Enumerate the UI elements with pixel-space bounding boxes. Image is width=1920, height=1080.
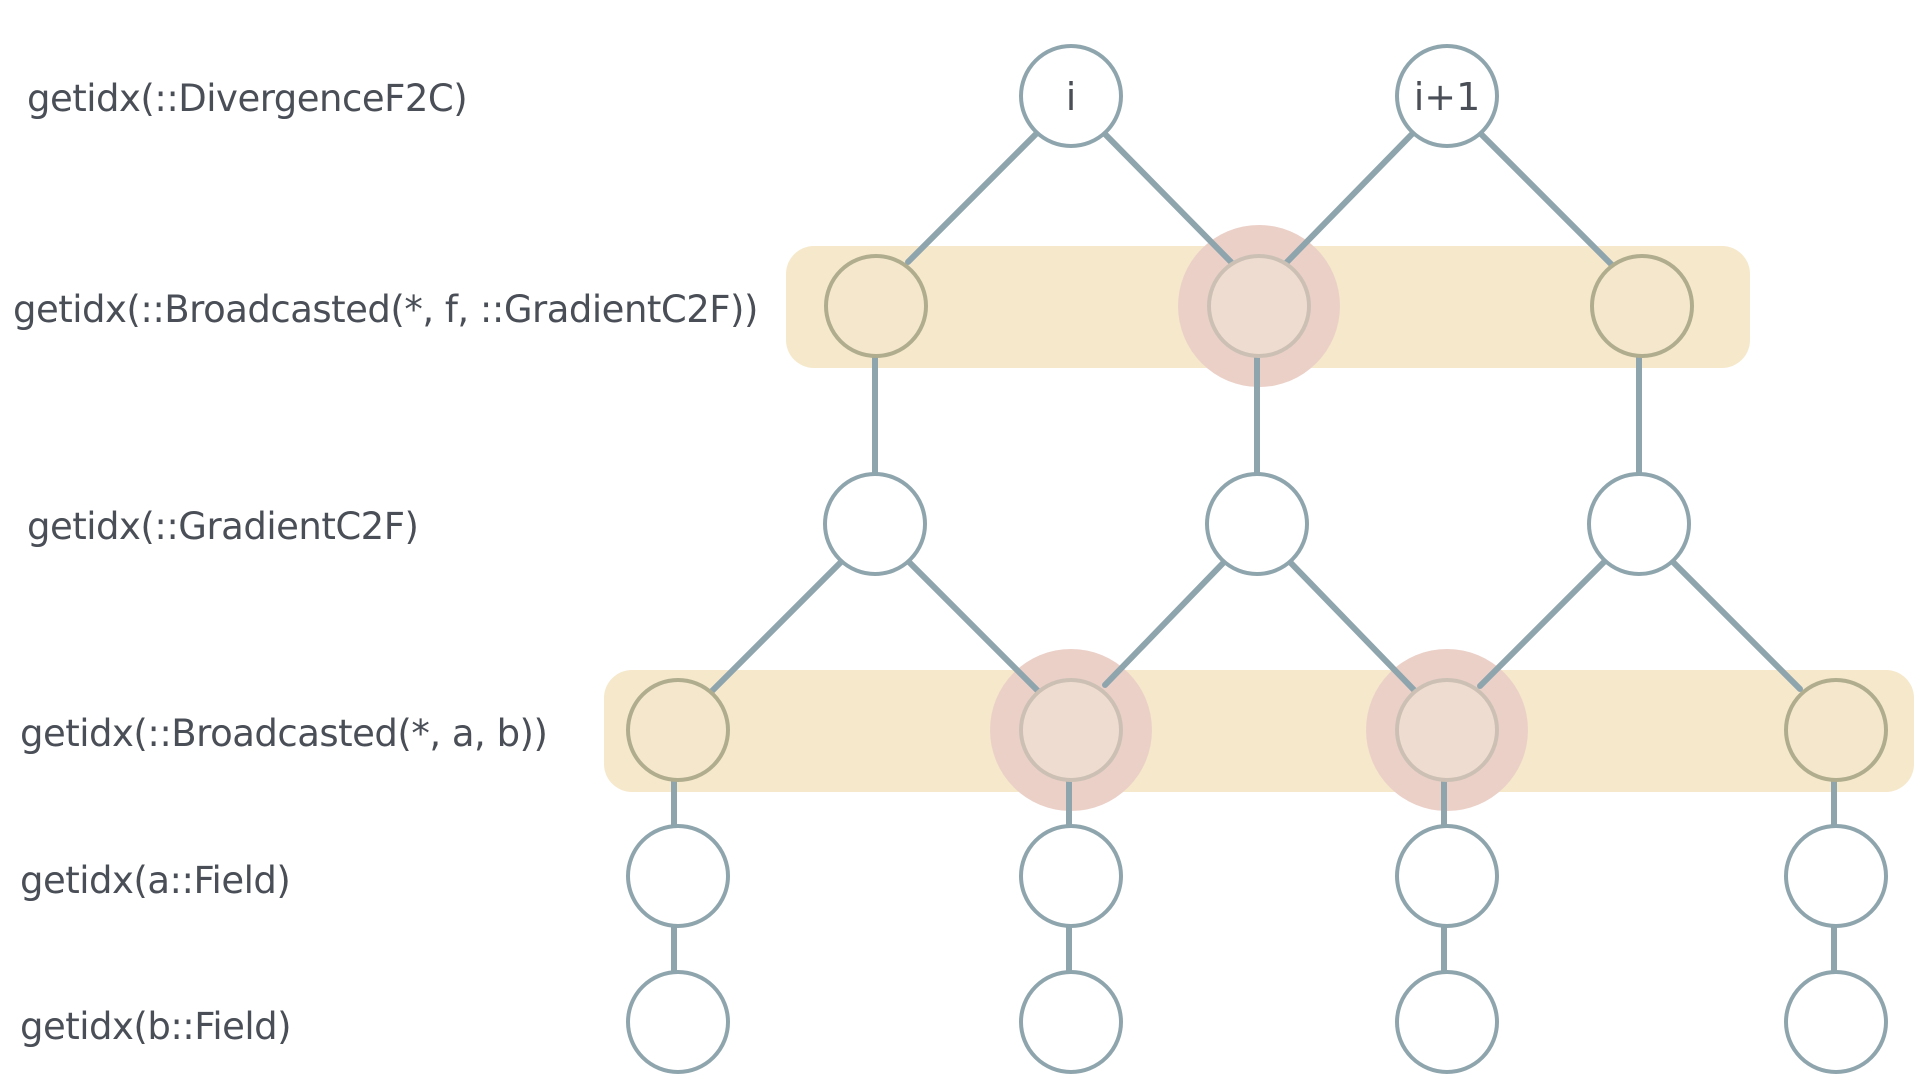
node-field-b <box>1395 970 1499 1074</box>
edge <box>1102 556 1230 688</box>
node-label-i: i <box>1066 75 1077 119</box>
edge <box>905 558 1044 697</box>
edge <box>706 558 845 697</box>
row-label-broadcast-ab: getidx(::Broadcasted(*, a, b)) <box>20 712 548 755</box>
node-broadcast-ab <box>1019 678 1123 782</box>
edge <box>1284 556 1418 694</box>
node-broadcast-ab <box>626 678 730 782</box>
row-label-gradient: getidx(::GradientC2F) <box>27 505 419 548</box>
band-broadcast-ab <box>604 670 1914 792</box>
row-label-broadcast-gradient: getidx(::Broadcasted(*, f, ::GradientC2F… <box>13 288 758 331</box>
edge <box>1669 558 1803 692</box>
node-divergence-i <box>1019 44 1123 148</box>
node-field-b <box>1784 970 1888 1074</box>
row-label-field-a: getidx(a::Field) <box>20 859 291 902</box>
node-broadcast-ab <box>1784 678 1888 782</box>
edge <box>1474 127 1616 269</box>
node-broadcast-gradient <box>824 254 928 358</box>
node-broadcast-gradient <box>1207 254 1311 358</box>
row-label-divergence: getidx(::DivergenceF2C) <box>27 77 468 120</box>
node-label-i-plus-1: i+1 <box>1414 75 1481 119</box>
nodes <box>626 44 1888 1074</box>
edge <box>1284 127 1419 265</box>
node-field-b <box>626 970 730 1074</box>
edge <box>1477 558 1608 689</box>
node-field-b <box>1019 970 1123 1074</box>
edges <box>671 127 1837 975</box>
edge <box>1098 127 1234 265</box>
node-broadcast-ab <box>1395 678 1499 782</box>
row-label-field-b: getidx(b::Field) <box>20 1005 292 1048</box>
node-divergence-i-plus-1 <box>1395 44 1499 148</box>
node-field-a <box>626 824 730 928</box>
node-gradient <box>823 472 927 576</box>
node-gradient <box>1587 472 1691 576</box>
node-gradient <box>1205 472 1309 576</box>
edge <box>905 127 1043 265</box>
node-field-a <box>1395 824 1499 928</box>
node-field-a <box>1019 824 1123 928</box>
node-field-a <box>1784 824 1888 928</box>
node-broadcast-gradient <box>1590 254 1694 358</box>
